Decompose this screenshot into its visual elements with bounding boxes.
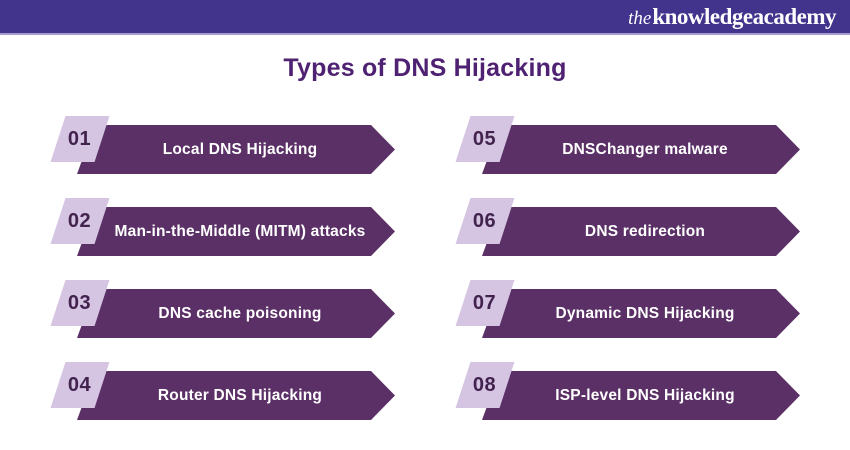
item-banner-arrow: Router DNS Hijacking: [77, 371, 395, 420]
right-column: DNSChanger malware 05 DNS redirection 06…: [455, 116, 800, 420]
item-label: Router DNS Hijacking: [157, 386, 323, 404]
logo-knowledgeacademy: knowledgeacademy: [652, 4, 836, 29]
item-number: 07: [473, 291, 497, 314]
item-banner-arrow: Dynamic DNS Hijacking: [482, 289, 800, 338]
item-number: 01: [68, 127, 92, 150]
item-mitm-attacks: Man-in-the-Middle (MITM) attacks 02: [50, 198, 395, 256]
item-number: 02: [68, 209, 92, 232]
logo-the: the: [628, 8, 652, 29]
left-column: Local DNS Hijacking 01 Man-in-the-Middle…: [50, 116, 395, 420]
item-banner-arrow: Man-in-the-Middle (MITM) attacks: [77, 207, 395, 256]
item-label: Man-in-the-Middle (MITM) attacks: [114, 222, 366, 240]
item-number: 05: [473, 127, 497, 150]
item-isp-level-dns-hijacking: ISP-level DNS Hijacking 08: [455, 362, 800, 420]
item-banner-arrow: DNSChanger malware: [482, 125, 800, 174]
page-title: Types of DNS Hijacking: [283, 54, 567, 82]
item-number: 04: [68, 373, 92, 396]
brand-logo: the knowledgeacademy: [628, 5, 836, 28]
item-label: ISP-level DNS Hijacking: [555, 386, 735, 404]
item-dns-redirection: DNS redirection 06: [455, 198, 800, 256]
item-banner-arrow: DNS cache poisoning: [77, 289, 395, 338]
item-label: Dynamic DNS Hijacking: [555, 304, 735, 322]
item-dns-cache-poisoning: DNS cache poisoning 03: [50, 280, 395, 338]
item-number: 03: [68, 291, 92, 314]
item-dnschanger-malware: DNSChanger malware 05: [455, 116, 800, 174]
item-label: DNS redirection: [584, 222, 706, 240]
item-banner-arrow: Local DNS Hijacking: [77, 125, 395, 174]
item-label: DNSChanger malware: [562, 140, 728, 158]
item-number: 06: [473, 209, 497, 232]
item-label: DNS cache poisoning: [158, 304, 322, 322]
item-number: 08: [473, 373, 497, 396]
item-banner-arrow: ISP-level DNS Hijacking: [482, 371, 800, 420]
item-dynamic-dns-hijacking: Dynamic DNS Hijacking 07: [455, 280, 800, 338]
item-router-dns-hijacking: Router DNS Hijacking 04: [50, 362, 395, 420]
header-bar: the knowledgeacademy: [0, 0, 850, 35]
items-grid: Local DNS Hijacking 01 Man-in-the-Middle…: [0, 116, 850, 420]
item-label: Local DNS Hijacking: [162, 140, 318, 158]
item-banner-arrow: DNS redirection: [482, 207, 800, 256]
item-local-dns-hijacking: Local DNS Hijacking 01: [50, 116, 395, 174]
